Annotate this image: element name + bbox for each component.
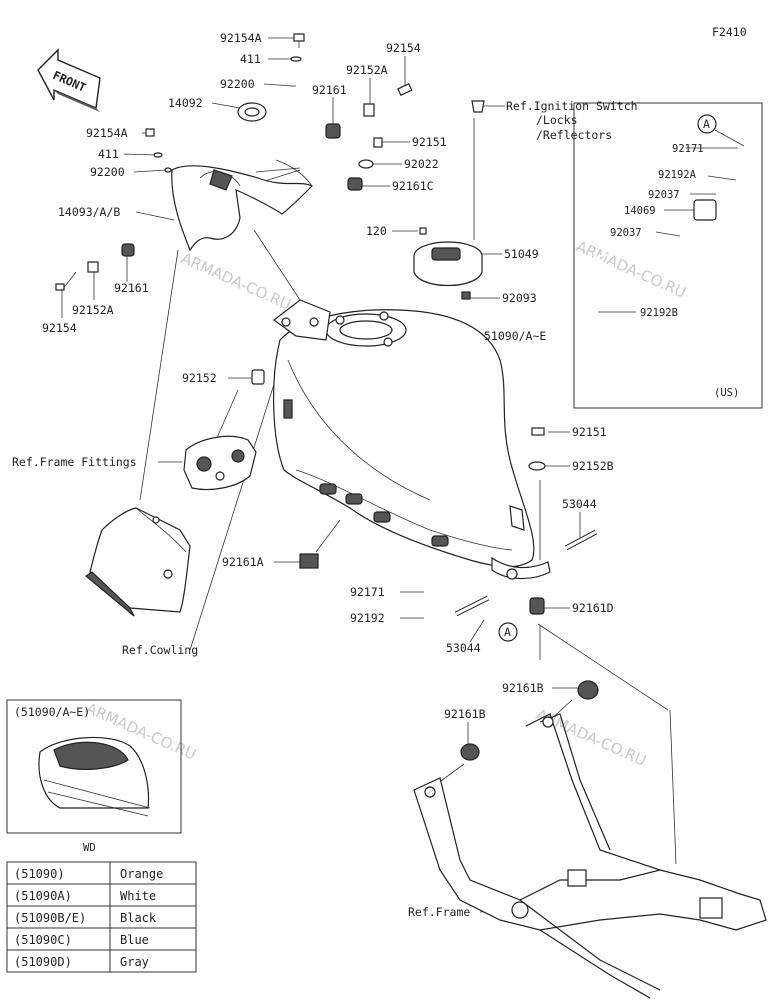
part-label-51090: 51090/A~E <box>484 329 546 343</box>
ref-ignition-switch: Ref.Ignition Switch <box>506 99 638 113</box>
part-label-14092: 14092 <box>168 96 203 110</box>
tank-cover-upper <box>171 159 314 252</box>
us-92037-a-label: 92037 <box>648 189 680 201</box>
table-row-color: Gray <box>120 955 149 969</box>
frame-fittings-bracket <box>183 435 257 491</box>
fuel-tank <box>272 299 551 580</box>
circle-a-low-label: A <box>504 625 511 639</box>
us-14069-label: 14069 <box>624 205 656 217</box>
part-label-14093: 14093/A/B <box>58 205 120 219</box>
frame-tubes <box>413 713 767 999</box>
watermark-1: ARMADA-CO.RU <box>178 249 293 314</box>
part-label-92161-left: 92161 <box>114 281 149 295</box>
part-label-92171-mid: 92171 <box>350 585 385 599</box>
us-circle-a-label: A <box>703 117 710 131</box>
us-92192b-label: 92192B <box>640 307 678 319</box>
ref-reflectors: /Reflectors <box>536 128 612 142</box>
part-label-92161b-left: 92161B <box>444 707 486 721</box>
part-label-411-top: 411 <box>240 52 261 66</box>
part-label-92152a-left: 92152A <box>72 303 114 317</box>
table-row-color: Blue <box>120 933 149 947</box>
figure-code: F2410 <box>712 25 747 39</box>
wd-variant-box: (51090/A~E) WD <box>6 699 182 854</box>
part-label-411-left: 411 <box>98 147 119 161</box>
small-parts: A <box>55 33 599 828</box>
part-label-92200-top: 92200 <box>220 77 255 91</box>
part-label-92161c: 92161C <box>392 179 434 193</box>
part-label-92200-left: 92200 <box>90 165 125 179</box>
us-region-label: (US) <box>714 387 739 399</box>
table-row-code: (51090B/E) <box>14 911 86 925</box>
color-table: (51090) Orange (51090A) White (51090B/E)… <box>6 861 197 973</box>
part-label-51049: 51049 <box>504 247 539 261</box>
part-label-92154a-top: 92154A <box>220 31 262 45</box>
part-label-92154-top: 92154 <box>386 41 421 55</box>
part-label-92154-left: 92154 <box>42 321 77 335</box>
us-92192a-label: 92192A <box>658 169 697 181</box>
part-label-92161b-right: 92161B <box>502 681 544 695</box>
table-row-color: Orange <box>120 867 163 881</box>
part-label-92151-right: 92151 <box>572 425 607 439</box>
part-label-92161a: 92161A <box>222 555 264 569</box>
us-92037-b-label: 92037 <box>610 227 642 239</box>
fuel-cap <box>413 241 483 287</box>
us-92171-label: 92171 <box>672 143 704 155</box>
front-arrow-icon: FRONT <box>37 48 101 112</box>
wd-caption: WD <box>83 842 96 854</box>
ref-locks: /Locks <box>536 113 578 127</box>
us-variant-box: A 92171 92192A 92037 14069 92037 92192B … <box>573 102 763 409</box>
part-labels: 92154A 411 92200 14092 92154 92152A 9216… <box>12 31 638 919</box>
part-label-92152b: 92152B <box>572 459 614 473</box>
part-label-92152-mid: 92152 <box>182 371 217 385</box>
table-row-code: (51090) <box>14 867 65 881</box>
part-label-53044-low: 53044 <box>446 641 481 655</box>
ref-frame-fittings: Ref.Frame Fittings <box>12 455 137 469</box>
wd-header: (51090/A~E) <box>14 705 90 719</box>
part-label-92161d: 92161D <box>572 601 614 615</box>
part-label-92161-top: 92161 <box>312 83 347 97</box>
ref-cowling: Ref.Cowling <box>122 643 198 657</box>
part-label-92093: 92093 <box>502 291 537 305</box>
table-row-code: (51090D) <box>14 955 72 969</box>
leader-lines <box>61 37 677 913</box>
table-row-color: White <box>120 889 156 903</box>
ref-frame: Ref.Frame <box>408 905 470 919</box>
part-label-92151-top: 92151 <box>412 135 447 149</box>
part-label-92022: 92022 <box>404 157 439 171</box>
part-label-92192-mid: 92192 <box>350 611 385 625</box>
cowling-panel <box>84 507 191 617</box>
part-label-92154a-left: 92154A <box>86 126 128 140</box>
table-row-color: Black <box>120 911 157 925</box>
table-row-code: (51090C) <box>14 933 72 947</box>
table-row-code: (51090A) <box>14 889 72 903</box>
part-label-92152a-top: 92152A <box>346 63 388 77</box>
part-label-53044-right: 53044 <box>562 497 597 511</box>
part-label-120: 120 <box>366 224 387 238</box>
